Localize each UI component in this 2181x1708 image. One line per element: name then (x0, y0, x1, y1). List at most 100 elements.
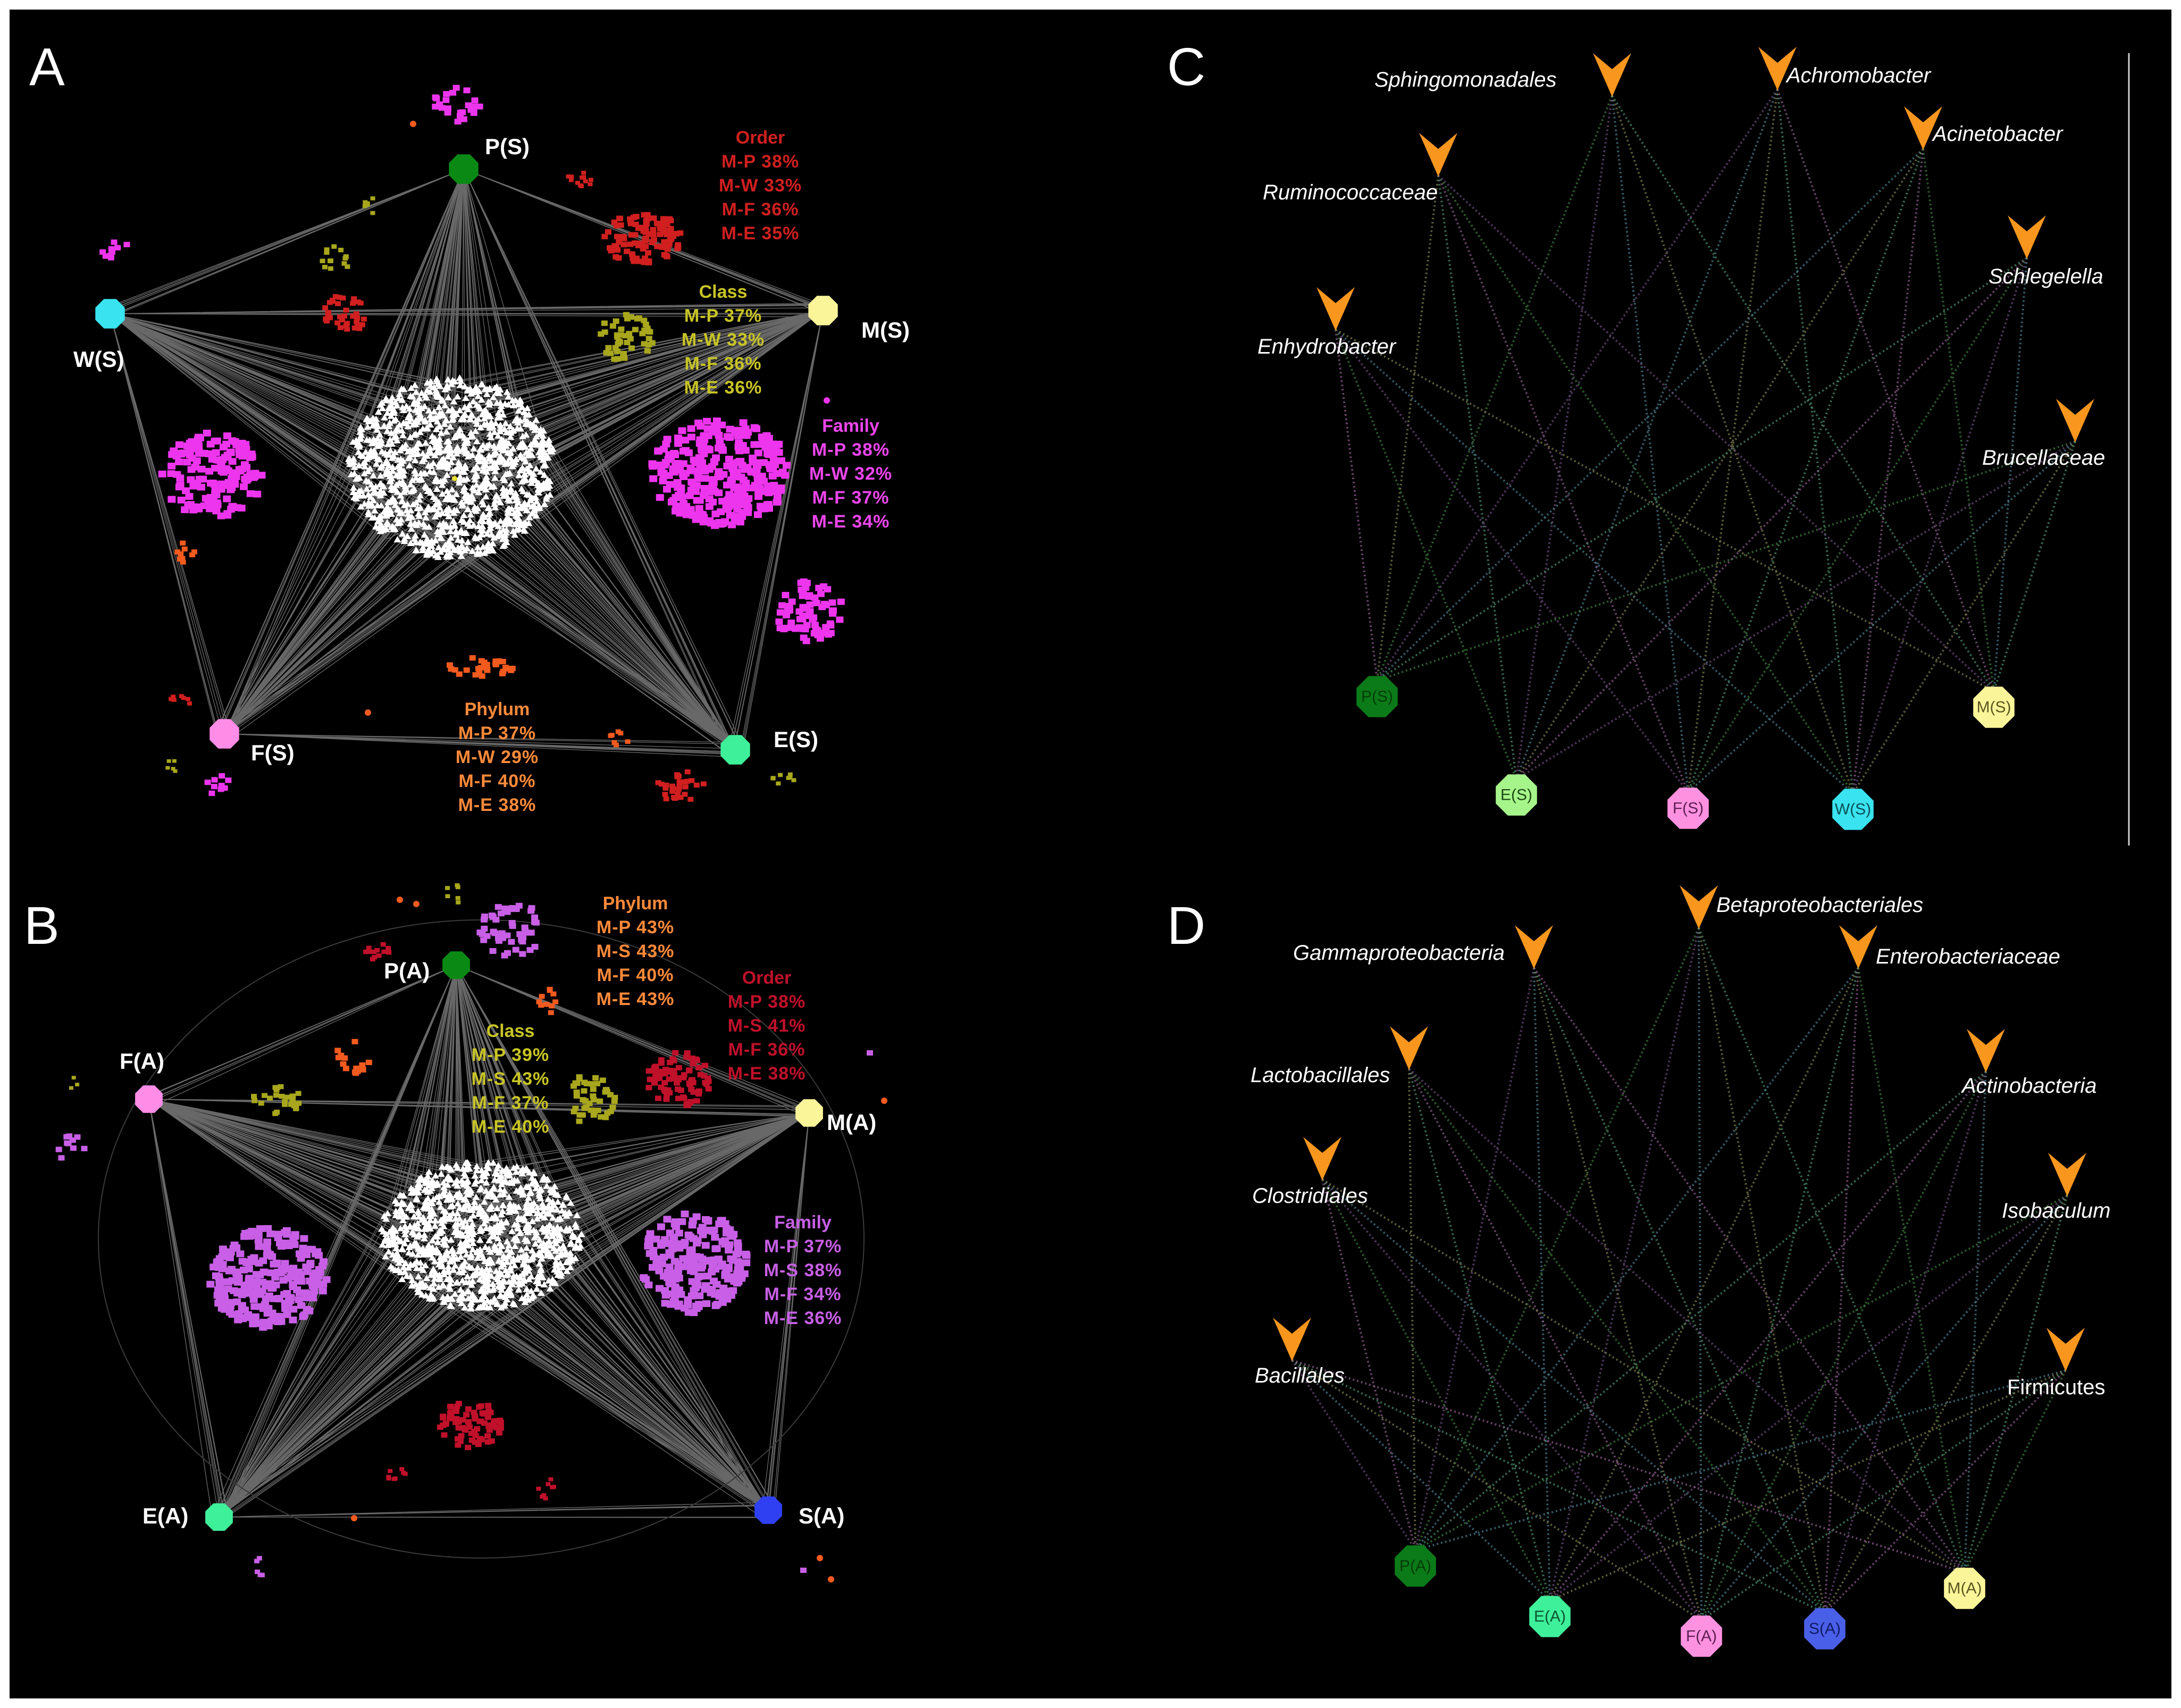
panel-c-hub-nodes (1356, 676, 2015, 830)
ring-label-e-a: E(A) (1534, 1608, 1566, 1626)
c-edge-6-4 (1993, 441, 2076, 692)
stats-order-b-title: Order (742, 968, 792, 988)
stats-family-a-line-4: M-E 34% (812, 512, 890, 532)
panel-b: B P(A) F(A) M(A) E(A) S(A) Phylum M-P 43… (24, 883, 887, 1583)
taxon-label-firmicutes: Firmicutes (2007, 1376, 2105, 1399)
ring-label-p-a: P(A) (1399, 1558, 1431, 1575)
hub-node-f-a (135, 1085, 163, 1113)
d-taxon-marker-7 (1273, 1318, 1311, 1361)
phylum-cluster-b-2 (536, 986, 559, 1015)
panel-a-letter: A (29, 37, 65, 97)
d-edge-7-4 (1291, 1359, 1965, 1573)
stats-phylum-a-title: Phylum (465, 699, 530, 719)
c-edge-5-4 (1335, 329, 1994, 692)
stats-order-b-line-3: M-F 36% (728, 1040, 806, 1060)
stats-family-a: Family M-P 38% M-W 32% M-F 37% M-E 34% (809, 416, 892, 532)
phylum-dot-b-6 (881, 1098, 887, 1104)
phylum-dot-b-4 (817, 1555, 823, 1561)
node-label-w-s: W(S) (73, 347, 124, 372)
taxon-label-ruminococcaceae: Ruminococcaceae (1263, 181, 1438, 204)
d-edge-6-0 (1415, 1194, 2068, 1551)
hub-node-p-s (449, 154, 479, 184)
d-edge-2-4 (1857, 967, 1966, 1573)
taxon-label-bacillales: Bacillales (1255, 1364, 1345, 1387)
order-cluster-b-1 (645, 1050, 712, 1109)
c-hub-3 (1832, 789, 1874, 830)
taxon-label-achromobacter: Achromobacter (1785, 64, 1932, 87)
phylum-dot-a-1 (410, 121, 416, 127)
c-taxon-marker-5 (1316, 287, 1355, 331)
stats-class-b: Class M-P 39% M-S 43% M-F 37% M-E 40% (472, 1021, 550, 1137)
panel-b-letter: B (24, 896, 60, 956)
d-edge-7-0 (1291, 1359, 1416, 1551)
class-cluster-b-4 (69, 1076, 80, 1090)
stats-order-a-line-2: M-W 33% (719, 175, 802, 196)
stats-phylum-a-line-2: M-W 29% (456, 747, 539, 767)
ring-label-m-a: M(A) (1948, 1580, 1982, 1597)
d-edge-4-2 (1700, 1071, 1987, 1621)
stats-class-a-line-3: M-F 36% (685, 354, 762, 374)
panel-a-hub-nodes (95, 154, 838, 765)
phylum-cluster-a-3 (608, 729, 631, 748)
stats-class-a-line-1: M-P 37% (684, 306, 762, 326)
ring-label-p-s: P(S) (1361, 688, 1393, 706)
d-edge-8-0 (1415, 1369, 2066, 1551)
c-edge-4-3 (1852, 257, 2028, 794)
stats-class-b-line-2: M-S 43% (472, 1069, 550, 1089)
stats-phylum-b-line-1: M-P 43% (597, 917, 674, 937)
d-edge-0-2 (1698, 927, 1702, 1621)
d-taxon-marker-8 (2046, 1328, 2085, 1371)
phylum-dot-b-3 (351, 1515, 357, 1521)
panel-a-clusters (99, 85, 845, 802)
order-cluster-a-1 (601, 212, 684, 266)
panel-c: C Sphingomonadales Achromobacter Acineto… (1167, 37, 2105, 830)
family-cluster-b-left (206, 1225, 331, 1331)
taxon-label-actinobacteria: Actinobacteria (1961, 1074, 2096, 1098)
stats-family-b-title: Family (774, 1212, 832, 1233)
family-cluster-b-small-1 (55, 1133, 88, 1161)
node-label-p-s: P(S) (485, 134, 530, 159)
order-cluster-b-2 (437, 1401, 504, 1451)
class-cluster-a-1 (598, 312, 656, 362)
panel-d-letter: D (1167, 896, 1205, 956)
d-taxon-marker-1 (1515, 925, 1553, 969)
d-edge-0-0 (1414, 927, 1700, 1551)
stats-class-b-line-3: M-F 37% (472, 1093, 549, 1113)
stats-family-b-line-1: M-P 37% (764, 1236, 842, 1257)
stats-phylum-a-line-3: M-F 40% (459, 771, 536, 791)
stats-family-a-line-3: M-F 37% (812, 488, 890, 508)
stats-family-a-line-2: M-W 32% (809, 464, 892, 484)
d-edge-8-3 (1824, 1369, 2067, 1614)
d-edge-8-1 (1549, 1369, 2066, 1602)
d-edge-2-3 (1824, 967, 1859, 1613)
taxon-label-enhydrobacter: Enhydrobacter (1257, 335, 1397, 358)
c-edge-4-2 (1687, 257, 2028, 793)
d-edge-7-3 (1291, 1359, 1825, 1614)
d-edge-1-0 (1414, 967, 1535, 1551)
order-cluster-b-4 (386, 1467, 408, 1481)
class-cluster-a-3 (362, 196, 375, 215)
node-label-e-a: E(A) (142, 1503, 188, 1528)
phylum-dot-b-5 (828, 1576, 834, 1583)
taxon-label-isobaculum: Isobaculum (2002, 1199, 2111, 1223)
order-cluster-a-4 (655, 769, 707, 802)
d-hub-0 (1395, 1545, 1436, 1587)
c-taxon-marker-3 (1419, 133, 1457, 177)
d-edge-0-4 (1698, 927, 1966, 1573)
ring-label-e-s: E(S) (1500, 786, 1532, 804)
phylum-cluster-b-1 (334, 1039, 372, 1076)
stats-phylum-a: Phylum M-P 37% M-W 29% M-F 40% M-E 38% (456, 699, 539, 815)
ring-label-s-a: S(A) (1809, 1620, 1841, 1638)
order-cluster-b-3 (363, 942, 392, 961)
c-edge-6-2 (1687, 440, 2076, 793)
c-edge-6-3 (1852, 440, 2076, 794)
taxon-label-gammaproteobacteria: Gammaproteobacteria (1293, 941, 1505, 965)
family-cluster-a-small-1 (99, 239, 130, 261)
ring-label-f-a: F(A) (1686, 1628, 1717, 1645)
family-dot-b-2 (867, 1050, 873, 1056)
c-edge-1-4 (1776, 89, 1995, 692)
c-edge-5-2 (1335, 329, 1689, 793)
stats-phylum-a-line-4: M-E 38% (458, 795, 536, 815)
d-hub-1 (1529, 1596, 1571, 1637)
stats-phylum-b-line-3: M-F 40% (597, 965, 674, 985)
